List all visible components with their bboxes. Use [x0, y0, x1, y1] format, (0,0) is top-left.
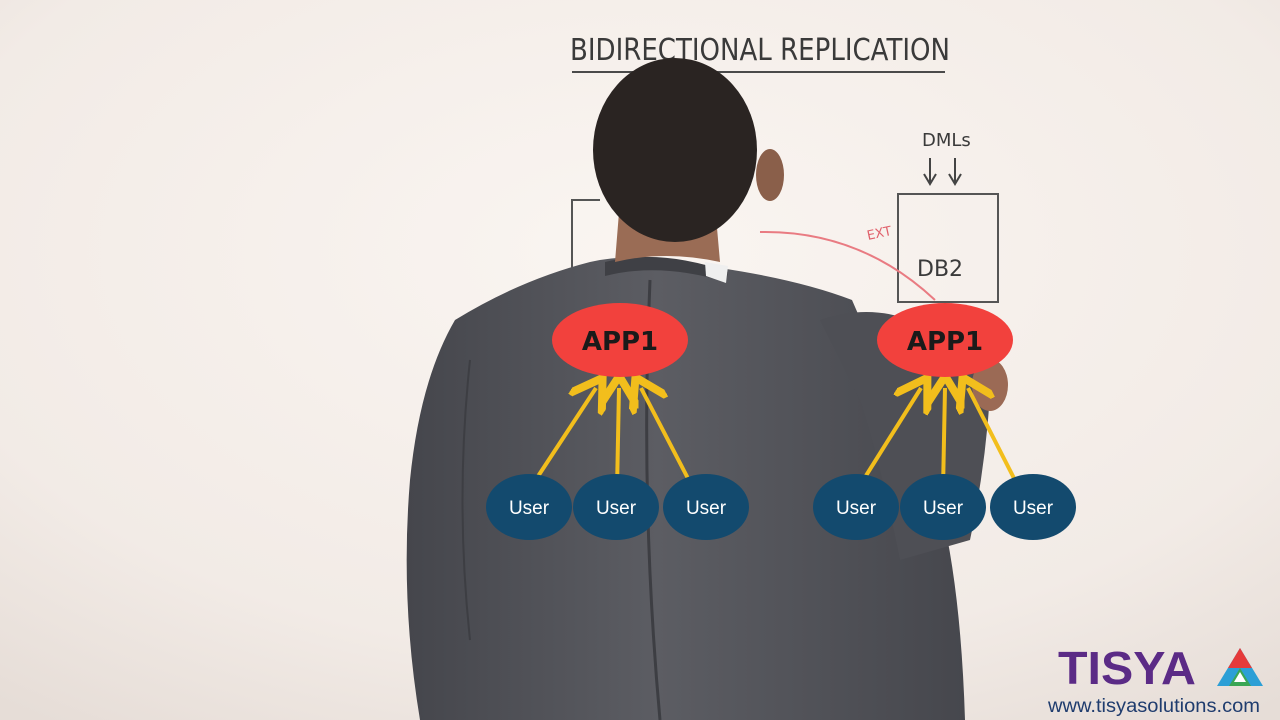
- arrow-left-2: [617, 388, 619, 491]
- left-user-node-3: [663, 474, 749, 540]
- right-user-label-2: User: [923, 498, 964, 519]
- arrow-right-1: [855, 388, 921, 492]
- db2-label: DB2: [917, 257, 963, 282]
- arrow-right-3: [968, 388, 1022, 491]
- right-app-group: APP1 User User User: [813, 303, 1076, 540]
- right-user-label-3: User: [1013, 498, 1054, 519]
- brand-watermark: TISYA www.tisyasolutions.com: [1047, 642, 1263, 717]
- right-user-node-2: [900, 474, 986, 540]
- arrow-left-3: [641, 388, 696, 491]
- left-app-node: [552, 303, 688, 377]
- right-app-node: [877, 303, 1013, 377]
- db1-box-outline: [571, 199, 600, 300]
- presenter-head: [593, 58, 757, 242]
- brand-logo-icon: [1217, 648, 1263, 686]
- right-app-label: APP1: [907, 327, 983, 357]
- left-app-group: APP1 User User User: [486, 303, 749, 540]
- arrow-right-2: [943, 388, 945, 491]
- left-user-label-1: User: [509, 498, 550, 519]
- red-note: EXT: [866, 224, 893, 244]
- arrow-left-1: [527, 388, 596, 492]
- left-app-label: APP1: [582, 327, 658, 357]
- presenter-shirt-collar: [705, 262, 728, 283]
- left-user-label-3: User: [686, 498, 727, 519]
- left-user-node-1: [486, 474, 572, 540]
- right-user-label-1: User: [836, 498, 877, 519]
- replication-arc: [759, 230, 936, 301]
- right-user-node-3: [990, 474, 1076, 540]
- jacket-fold: [461, 359, 471, 641]
- whiteboard-title: BIDIRECTIONAL REPLICATION: [570, 33, 950, 68]
- dmls-note: DMLs: [922, 130, 971, 151]
- dml-arrow-left-icon: [923, 158, 937, 186]
- left-user-node-2: [573, 474, 659, 540]
- presenter-collar: [605, 256, 728, 282]
- presenter-ear: [756, 149, 784, 201]
- right-user-node-1: [813, 474, 899, 540]
- left-user-label-2: User: [596, 498, 637, 519]
- brand-name: TISYA: [1058, 642, 1196, 694]
- db2-box: [897, 193, 999, 303]
- dml-arrow-right-icon: [948, 158, 962, 186]
- brand-url: www.tisyasolutions.com: [1047, 696, 1260, 717]
